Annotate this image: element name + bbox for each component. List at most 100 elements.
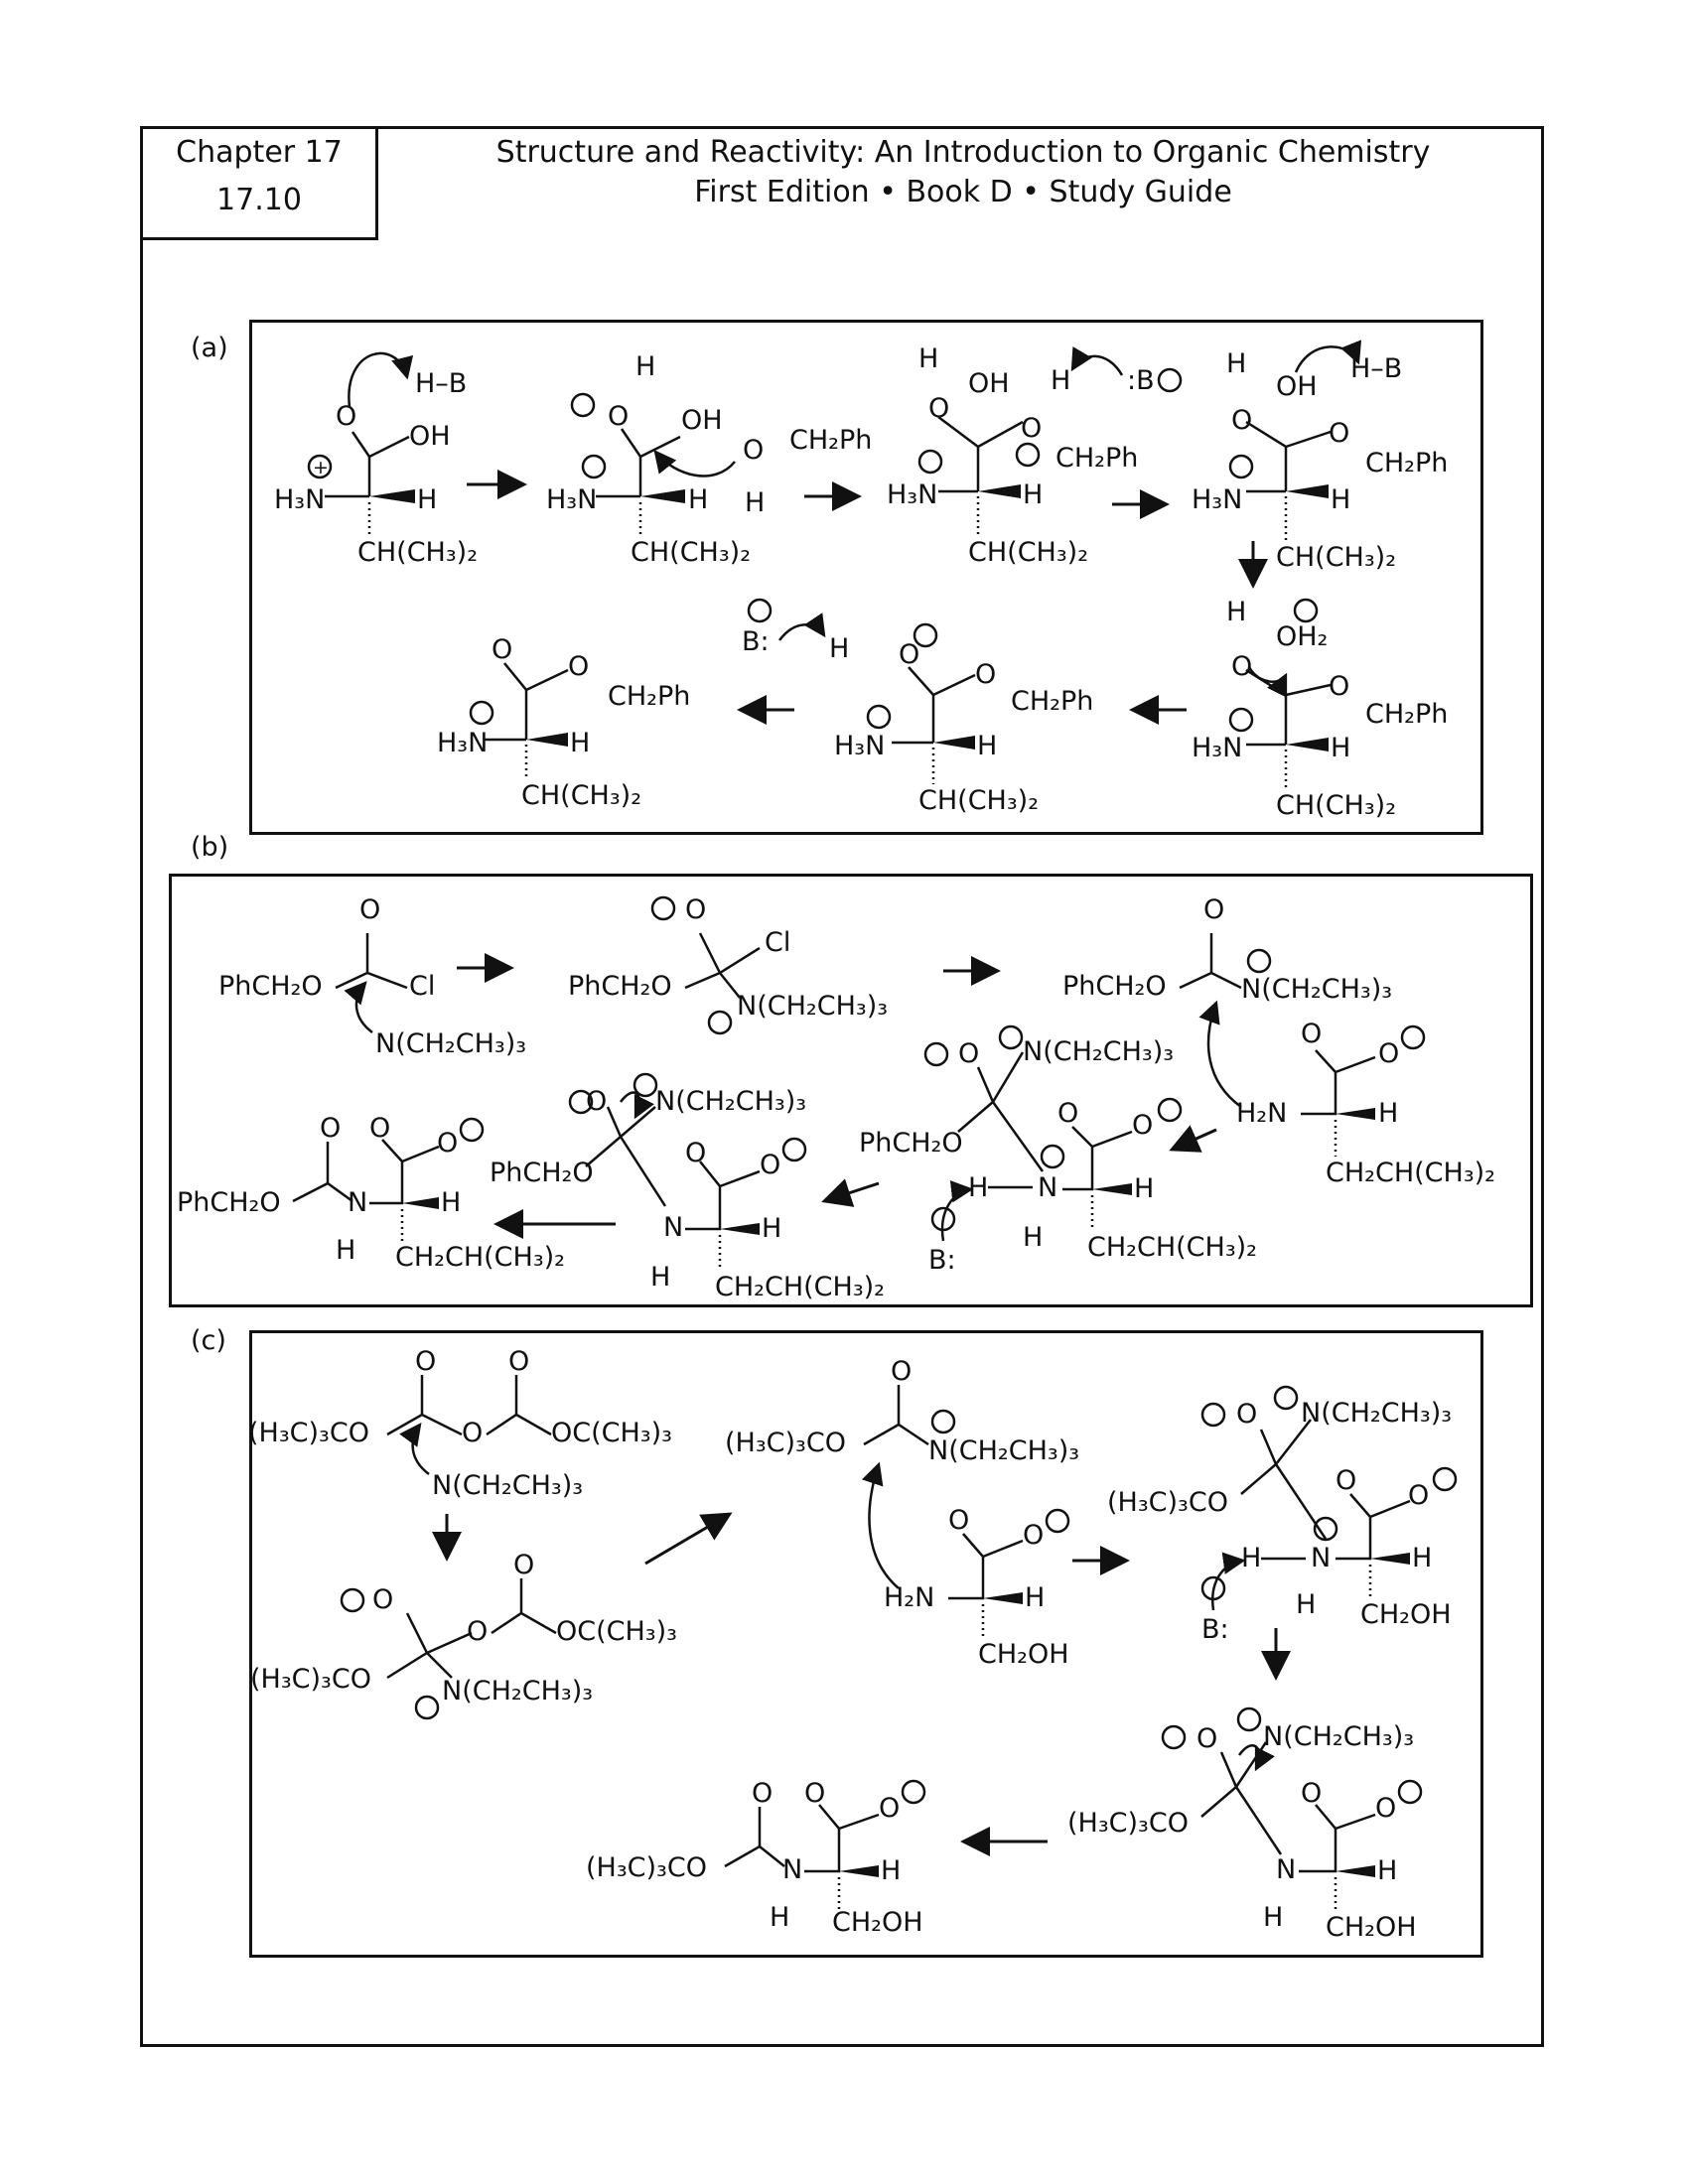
label-o-acid: O (1301, 1778, 1322, 1809)
label-o: O (899, 639, 919, 670)
label-side-chain: CH(CH₃)₂ (521, 780, 641, 811)
label-ch2ph: CH₂Ph (1055, 443, 1138, 474)
label-net3: N(CH₂CH₃)₃ (928, 1435, 1079, 1466)
label-side-chain: CH(CH₃)₂ (1276, 790, 1396, 821)
molecule-b7-product: PhCH₂O O N H H O O CH₂CH(CH₃)₂ (177, 1113, 565, 1273)
label-o-bridge: O (467, 1616, 488, 1647)
label-h-top: H (1226, 597, 1246, 627)
label-o-2: O (513, 1550, 534, 1580)
label-o-ether: O (1329, 418, 1349, 449)
molecule-c3: (H₃C)₃CO O N(CH₂CH₃)₃ (725, 1356, 1079, 1466)
label-h-alpha: H (1377, 1855, 1397, 1886)
label-o-minus: O (760, 1150, 780, 1180)
label-tbuo: (H₃C)₃CO (586, 1852, 707, 1883)
label-h: H (1023, 479, 1043, 510)
label-phch2o: PhCH₂O (1062, 971, 1167, 1002)
plus-charge: + (313, 457, 329, 478)
label-n: N (1276, 1854, 1296, 1885)
label-h-nh: H (1263, 1902, 1283, 1933)
label-side-chain: CH₂CH(CH₃)₂ (395, 1242, 565, 1273)
label-h: H (417, 484, 437, 515)
label-base: B: (1201, 1614, 1229, 1645)
label-h-alpha: H (762, 1213, 781, 1244)
label-base: :B (1127, 365, 1155, 396)
label-o: O (1203, 894, 1224, 925)
label-side-chain: CH(CH₃)₂ (631, 537, 751, 568)
label-side-chain: CH(CH₃)₂ (357, 537, 478, 568)
label-h: H (1241, 1543, 1261, 1573)
label-cl: Cl (765, 927, 790, 958)
label-h-o: H (1051, 365, 1070, 396)
label-tbuo: (H₃C)₃CO (1107, 1487, 1228, 1518)
label-n: N (348, 1187, 367, 1218)
molecule-a4: H₃N H O H OH O CH₂Ph CH(CH₃)₂ H–B (1192, 340, 1448, 573)
label-h-alpha: H (1134, 1173, 1154, 1204)
label-ch2ph: CH₂Ph (608, 681, 690, 712)
panel-a (249, 320, 1483, 835)
label-o: O (685, 894, 706, 925)
label-phch2o: PhCH₂O (568, 971, 672, 1002)
label-net3: N(CH₂CH₃)₃ (432, 1470, 583, 1501)
label-h3n: H₃N (274, 484, 325, 515)
label-o-nucleophile: O (743, 435, 764, 466)
label-o: O (1231, 651, 1252, 682)
label-h: H (688, 484, 708, 515)
label-o-ether: O (1021, 413, 1042, 444)
label-h-alpha: H (881, 1855, 901, 1886)
label-n: N (782, 1854, 802, 1885)
label-h3n: H₃N (1192, 484, 1242, 515)
label-o-ether: O (568, 651, 589, 682)
label-o: O (372, 1584, 393, 1615)
label-side-chain: CH(CH₃)₂ (1276, 542, 1396, 573)
label-net3: N(CH₂CH₃)₃ (737, 991, 888, 1022)
book-title: Structure and Reactivity: An Introductio… (495, 135, 1431, 170)
label-oh: OH (681, 405, 723, 436)
part-label-b: (b) (191, 832, 229, 863)
label-o-1: O (415, 1346, 436, 1377)
label-tbuo: (H₃C)₃CO (248, 1418, 369, 1448)
label-o-ether: O (975, 659, 996, 690)
scheme-a: H₃N H O OH CH(CH₃)₂ + H–B H₃N H O H OH C… (274, 340, 1448, 821)
label-h: H (977, 731, 997, 761)
label-base: B: (742, 626, 770, 657)
panel-c (249, 1330, 1483, 1958)
label-o-minus: O (1023, 1520, 1044, 1551)
label-o: O (1231, 405, 1252, 436)
label-side-chain: CH(CH₃)₂ (918, 785, 1039, 816)
label-o: O (752, 1778, 773, 1809)
label-otbu: OC(CH₃)₃ (556, 1616, 677, 1647)
chapter-label: Chapter 17 (176, 135, 343, 170)
label-o: O (608, 401, 629, 432)
label-phch2o: PhCH₂O (177, 1187, 281, 1218)
scheme-b: PhCH₂O O Cl N(CH₂CH₃)₃ PhCH₂O O Cl N(CH₂… (177, 894, 1495, 1302)
label-o: O (891, 1356, 912, 1387)
panel-b (169, 874, 1533, 1307)
label-h-nh: H (336, 1235, 355, 1266)
section-number: 17.10 (216, 183, 302, 217)
molecule-c4-serine: H₂N H O O CH₂OH (862, 1461, 1070, 1670)
header-titles: Structure and Reactivity: An Introductio… (417, 133, 1509, 212)
label-o: O (492, 634, 512, 665)
label-h3n: H₃N (546, 484, 597, 515)
label-ch2ph: CH₂Ph (789, 425, 872, 456)
label-base: B: (928, 1245, 956, 1276)
label-h-top: H (635, 351, 655, 382)
label-o-acid: O (685, 1138, 706, 1168)
label-oh: OH (409, 421, 451, 452)
label-side-chain: CH₂OH (1326, 1912, 1417, 1943)
label-o: O (1196, 1723, 1217, 1754)
label-ch2ph: CH₂Ph (1365, 448, 1448, 478)
label-o-bridge: O (462, 1418, 483, 1448)
molecule-c7-product: (H₃C)₃CO O N H H O O CH₂OH (586, 1778, 926, 1938)
label-h-nh: H (650, 1262, 670, 1293)
label-side-chain: CH₂CH(CH₃)₂ (715, 1272, 885, 1302)
label-o: O (948, 1505, 969, 1536)
edition-line: First Edition • Book D • Study Guide (694, 175, 1232, 209)
label-net3: N(CH₂CH₃)₃ (1301, 1398, 1452, 1429)
label-side-chain: CH(CH₃)₂ (968, 537, 1088, 568)
label-hb: H–B (415, 368, 467, 399)
label-ch2ph: CH₂Ph (1365, 699, 1448, 730)
label-oh2: OH₂ (1276, 621, 1328, 652)
molecule-a3: H₃N H O H OH O H CH₂Ph CH(CH₃)₂ :B (887, 343, 1183, 568)
